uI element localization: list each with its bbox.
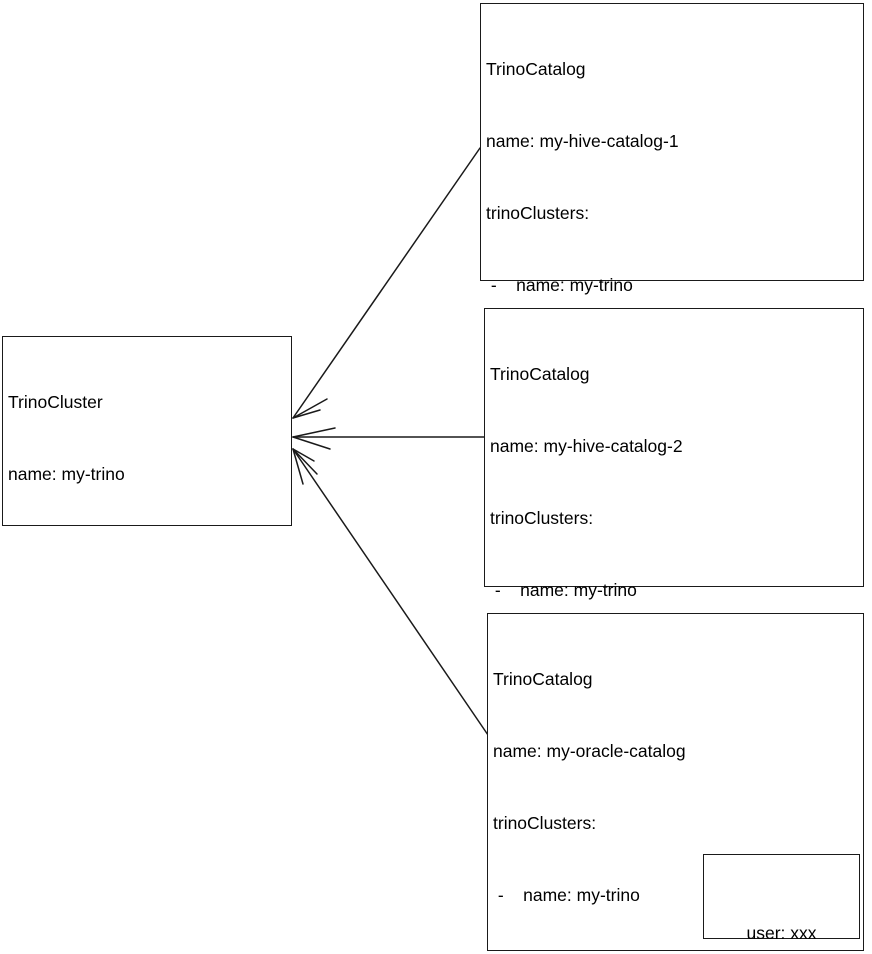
edge-oracle-catalog-to-cluster (292, 448, 489, 736)
node-trino-catalog-oracle-line-2: trinoClusters: (493, 813, 597, 833)
node-trino-catalog-oracle-text: TrinoCatalog name: my-oracle-catalog tri… (493, 619, 861, 954)
node-trino-catalog-hive-1-line-0: TrinoCatalog (486, 59, 586, 79)
node-trino-catalog-hive-2-line-2: trinoClusters: (490, 508, 594, 528)
node-trino-cluster-line-1: name: my-trino (8, 464, 125, 484)
node-credentials-secret[interactable]: user: xxx password: xxx (703, 854, 860, 943)
edge-hive-catalog-1-to-cluster (292, 147, 481, 419)
node-trino-cluster-line-0: TrinoCluster (8, 392, 103, 412)
node-trino-catalog-oracle-line-3: - name: my-trino (493, 885, 640, 905)
node-credentials-secret-text: user: xxx password: xxx (704, 871, 859, 954)
node-trino-catalog-hive-1-line-1: name: my-hive-catalog-1 (486, 131, 679, 151)
node-trino-catalog-hive-2-line-1: name: my-hive-catalog-2 (490, 436, 683, 456)
node-trino-catalog-hive-1-line-3: - name: my-trino (486, 275, 633, 295)
node-trino-catalog-hive-2[interactable]: TrinoCatalog name: my-hive-catalog-2 tri… (484, 308, 864, 888)
node-trino-catalog-hive-1[interactable]: TrinoCatalog name: my-hive-catalog-1 tri… (480, 3, 864, 655)
edge-hive-catalog-2-to-cluster (292, 427, 485, 450)
node-trino-catalog-hive-1-line-2: trinoClusters: (486, 203, 590, 223)
node-trino-cluster-text: TrinoCluster name: my-trino (8, 342, 289, 534)
node-trino-catalog-oracle-line-0: TrinoCatalog (493, 669, 593, 689)
node-trino-catalog-hive-2-line-3: - name: my-trino (490, 580, 637, 600)
node-trino-catalog-oracle-line-1: name: my-oracle-catalog (493, 741, 686, 761)
node-credentials-secret-line-0: user: xxx (746, 923, 817, 943)
node-trino-catalog-oracle[interactable]: TrinoCatalog name: my-oracle-catalog tri… (487, 613, 864, 951)
node-trino-catalog-hive-2-line-0: TrinoCatalog (490, 364, 590, 384)
node-trino-cluster[interactable]: TrinoCluster name: my-trino (2, 336, 292, 526)
